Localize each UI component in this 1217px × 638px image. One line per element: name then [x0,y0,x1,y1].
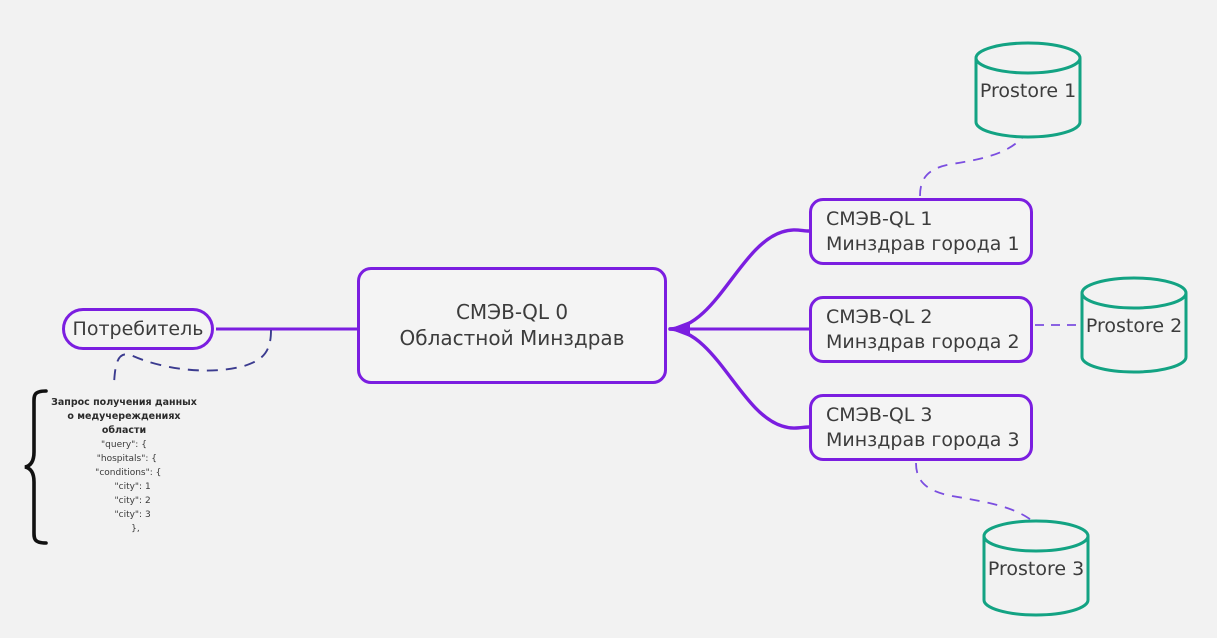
node-prostore-2[interactable]: Prostore 2 [1078,275,1190,375]
node-smev-ql-0[interactable]: СМЭВ-QL 0 Областной Минздрав [357,267,667,384]
node-smev-ql-1-line2: Минздрав города 1 [826,232,1020,255]
annotation-code-line-7: }, [108,523,140,534]
edge-central-to-child-3 [668,327,811,430]
node-smev-ql-2-line1: СМЭВ-QL 2 [826,306,933,329]
database-cylinder-icon [974,41,1082,139]
node-consumer[interactable]: Потребитель [62,308,214,350]
annotation-code-line-5: "city": 2 [97,496,151,507]
node-prostore-2-label: Prostore 2 [1085,315,1183,337]
node-prostore-1-label: Prostore 1 [979,80,1077,102]
annotation-code-line-3: "conditions": { [86,468,162,479]
annotation-title: Запрос получения данных о медучереждения… [48,396,200,437]
node-smev-ql-3-line2: Минздрав города 3 [826,428,1020,451]
database-cylinder-icon [982,519,1090,617]
annotation-code-line-6: "city": 3 [97,509,151,520]
annotation-title-line-3: области [101,424,147,436]
annotation-request-payload: Запрос получения данных о медучереждения… [48,396,200,537]
database-cylinder-icon [1080,276,1188,374]
edge-child-1-to-prostore-1 [919,137,1023,197]
node-smev-ql-2-line2: Минздрав города 2 [826,330,1020,353]
edge-arrowhead-into-central [669,321,690,337]
node-prostore-3-label: Prostore 3 [987,558,1085,580]
annotation-code: "query": { "hospitals": { "conditions": … [48,439,200,537]
annotation-code-line-2: "hospitals": { [91,454,157,465]
node-smev-ql-1[interactable]: СМЭВ-QL 1 Минздрав города 1 [809,198,1033,265]
node-consumer-label: Потребитель [72,317,204,340]
node-smev-ql-0-line2: Областной Минздрав [399,325,625,350]
node-smev-ql-1-line1: СМЭВ-QL 1 [826,208,933,231]
annotation-title-line-1: Запрос получения данных [51,397,197,408]
edge-child-3-to-prostore-3 [915,462,1035,523]
node-prostore-3[interactable]: Prostore 3 [980,518,1092,618]
node-smev-ql-3[interactable]: СМЭВ-QL 3 Минздрав города 3 [809,394,1033,461]
annotation-code-line-1: "query": { [101,440,147,451]
node-prostore-1[interactable]: Prostore 1 [972,40,1084,140]
node-smev-ql-3-line1: СМЭВ-QL 3 [826,404,933,427]
annotation-title-line-2: о медучереждениях [67,410,181,422]
annotation-code-line-4: "city": 1 [97,482,151,493]
annotation-brace [24,389,48,545]
node-smev-ql-0-line1: СМЭВ-QL 0 [455,299,569,324]
node-smev-ql-2[interactable]: СМЭВ-QL 2 Минздрав города 2 [809,296,1033,363]
edge-central-to-child-1 [668,228,811,331]
